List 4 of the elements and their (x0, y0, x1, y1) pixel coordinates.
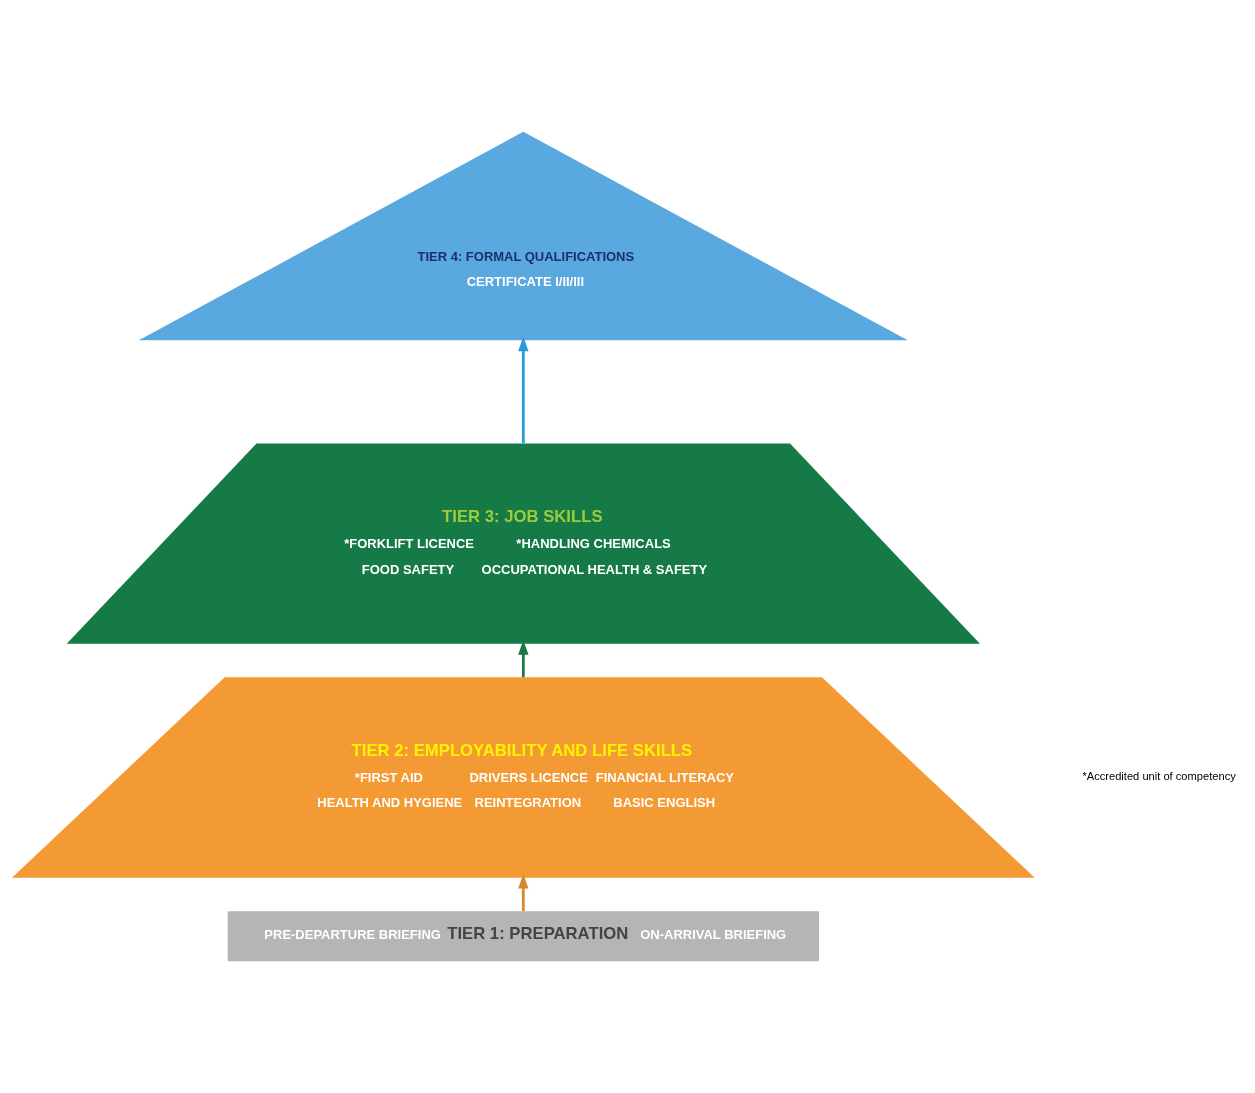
arrow (518, 336, 529, 444)
node-box: PRE-DEPARTURE BRIEFING TIER 1: PREPARATION ON-ARRIVAL BRIEFING (227, 911, 819, 962)
arrow (518, 873, 529, 912)
label: *Accredited unit of competency (1082, 770, 1236, 783)
